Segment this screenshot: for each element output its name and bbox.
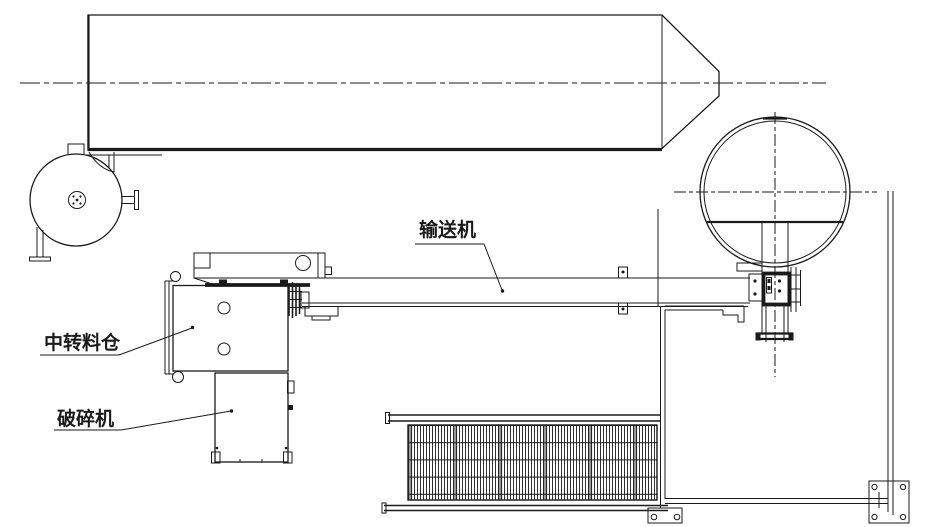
drive-right-flange: [790, 267, 801, 312]
hopper-chute: [304, 307, 339, 321]
hopper-leader-line: [40, 327, 193, 356]
crusher: [211, 372, 295, 464]
manhole-bolt: [72, 195, 75, 198]
crusher-bottom-ticks: [239, 459, 263, 462]
small-tank: [29, 143, 139, 262]
pit-floor: [665, 498, 888, 504]
pit-ledge: [665, 305, 745, 323]
grating-platform: [381, 412, 668, 514]
drive-frame: [761, 271, 792, 307]
pit-foundation: [647, 191, 910, 524]
manhole: [68, 191, 86, 209]
tank-outline: [87, 14, 720, 150]
lower-rail-end-cap: [381, 502, 387, 514]
coupling-hub: [300, 291, 310, 309]
coupling-rungs: [288, 291, 302, 308]
hopper-mount-pad: [219, 279, 227, 285]
feeder-housing: [193, 252, 326, 279]
crusher-foot: [283, 451, 293, 464]
crusher-bolt: [284, 446, 288, 450]
drive-slot-mark: [767, 279, 771, 283]
hopper-left-flange: [164, 280, 173, 375]
drive-bolt: [753, 279, 757, 283]
tank-end-view: [674, 112, 877, 377]
support-bolt: [621, 307, 625, 311]
manhole-bolt: [72, 202, 75, 205]
hopper-inspection-hole: [217, 342, 231, 356]
hopper-leader-dot: [190, 325, 195, 330]
conveyor-mid-support: [618, 266, 628, 315]
anchor-hole: [899, 483, 907, 491]
drive-bolt: [777, 279, 782, 283]
left-foot-plate: [647, 507, 683, 524]
support-clip-upper: [618, 266, 628, 279]
tank-support-bracket: [85, 151, 162, 173]
storage-tank: [20, 14, 826, 173]
drive-bolt: [753, 292, 757, 296]
grating-panel: [407, 424, 658, 501]
drive-bolt: [777, 289, 782, 293]
conveyor-leader-dot: [500, 289, 505, 293]
support-clip-lower: [618, 302, 628, 315]
anchor-hole: [673, 513, 681, 521]
feeder-motor-circle: [295, 255, 311, 271]
manhole-bolt: [79, 202, 82, 205]
crusher-label: 破碎机: [57, 407, 114, 430]
crusher-side-lug: [288, 405, 293, 410]
pit-left-wall: [660, 306, 666, 508]
foot-plate: [647, 507, 683, 524]
foot-plate: [868, 480, 910, 524]
pit-right-wall: [887, 191, 894, 515]
feeder-tab: [324, 266, 332, 275]
drive-left-plate: [748, 273, 763, 302]
support-bolt: [621, 270, 625, 274]
anchor-hole: [871, 483, 878, 491]
base-bolt: [755, 332, 761, 341]
drive-top-plate: [736, 262, 763, 272]
crusher-leader-dot: [229, 409, 234, 413]
hopper-corner-hole: [172, 371, 184, 383]
anchor-hole: [871, 513, 878, 521]
anchor-hole: [650, 513, 658, 521]
transfer-hopper: [164, 252, 339, 383]
drive-slot: [766, 277, 772, 294]
conveyor-label: 输送机: [419, 218, 476, 241]
hopper-inspection-hole: [217, 301, 231, 315]
anchor-hole: [899, 513, 907, 521]
upper-rail: [388, 414, 660, 422]
small-tank-top-nozzle: [67, 143, 85, 154]
base-bolt: [788, 332, 794, 341]
small-tank-shell: [29, 153, 123, 247]
crusher-leader-line: [54, 410, 232, 431]
conveyor: [302, 266, 750, 315]
conveyor-leader-line: [415, 243, 503, 291]
feeder-details: [193, 253, 319, 287]
drive-slot-mark: [767, 286, 771, 290]
crusher-bolt: [215, 446, 219, 450]
upper-rail-end-cap: [385, 412, 390, 424]
crusher-side-tab: [287, 380, 295, 394]
hopper-outlet-coupling: [288, 282, 310, 318]
feeder-unit: [193, 252, 332, 287]
label-conveyor: 输送机: [415, 218, 505, 293]
small-tank-leg: [36, 227, 44, 257]
crusher-foot: [211, 451, 221, 464]
label-crusher: 破碎机: [54, 407, 234, 431]
small-tank-foot: [29, 256, 51, 262]
lower-rail: [384, 504, 668, 512]
side-nozzle-flange: [134, 190, 139, 210]
hopper-corner-hole: [170, 271, 181, 282]
right-foot-plate: [868, 480, 910, 524]
hopper-label: 中转料仓: [44, 331, 121, 354]
label-hopper: 中转料仓: [40, 325, 195, 356]
base-ticks: [765, 330, 785, 342]
crusher-body: [214, 372, 289, 463]
hopper-mount-pad: [280, 279, 288, 285]
small-tank-side-nozzle: [121, 196, 135, 204]
manhole-bolt: [79, 195, 82, 198]
manhole-center-bolt: [75, 198, 79, 202]
